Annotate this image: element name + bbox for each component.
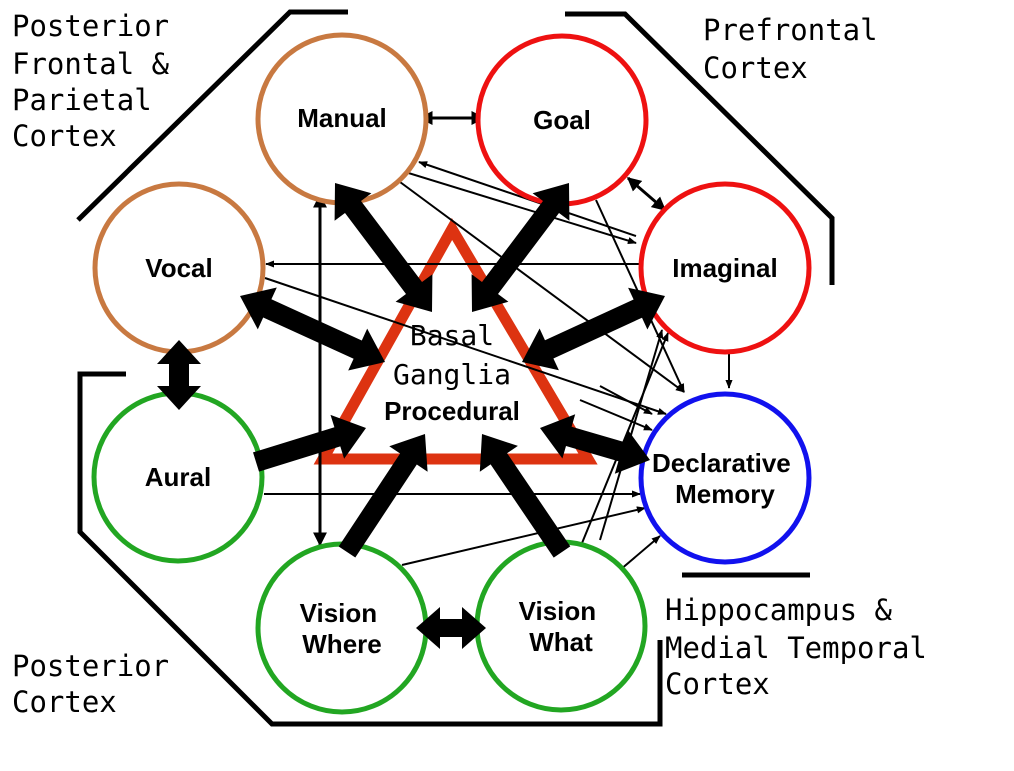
module-label-manual: Manual [297, 103, 387, 133]
connection-basal-declarative [579, 399, 653, 431]
prefrontal-boundary [565, 11, 835, 285]
basal-ganglia-triangle [313, 217, 598, 465]
modules: Manual Goal Vocal Imaginal Aural [91, 32, 812, 715]
module-label-imaginal: Imaginal [672, 253, 777, 283]
module-vision-what: Vision What [474, 539, 648, 713]
module-label-vision-what: Vision What [519, 596, 604, 657]
thick-arrow-vocal-basal [240, 287, 385, 371]
module-label-aural: Aural [145, 462, 211, 492]
connection-vocal-declarative [264, 277, 667, 415]
connection-goal-imaginal [626, 176, 667, 212]
connection-basal-declarative-2 [599, 385, 653, 415]
region-label-prefrontal: Prefrontal Cortex [703, 13, 895, 85]
thick-arrow-declarative-basal [540, 414, 650, 474]
connection-vision-what-declarative [619, 535, 661, 571]
medium-connections [313, 111, 667, 547]
thick-arrow-vision-what-basal [479, 434, 571, 558]
module-manual: Manual [255, 32, 429, 206]
basal-ganglia-line1: Basal [410, 319, 494, 352]
module-vision-where: Vision Where [255, 541, 429, 715]
module-label-vocal: Vocal [145, 253, 212, 283]
module-circle-declarative-memory [638, 391, 812, 565]
region-label-posterior-cortex: Posterior Cortex [12, 649, 187, 719]
region-labels: Posterior Frontal & Parietal Cortex Pref… [12, 9, 944, 719]
basal-ganglia-line3: Procedural [384, 396, 520, 426]
basal-ganglia-line2: Ganglia [393, 358, 511, 391]
module-label-declarative-memory: Declarative Memory [652, 448, 798, 509]
module-label-vision-where: Vision Where [300, 598, 385, 659]
module-circle-vision-where [255, 541, 429, 715]
module-goal: Goal [475, 33, 649, 207]
thick-arrow-vision-where-basal [338, 434, 428, 558]
module-circle-vision-what [474, 539, 648, 713]
basal-ganglia-label: Basal Ganglia Procedural [384, 319, 520, 426]
connection-manual-declarative [399, 181, 685, 393]
posterior-cortex-boundary [77, 371, 663, 727]
thick-connections [157, 183, 665, 649]
module-circle-imaginal [638, 181, 812, 355]
region-label-posterior-frontal-parietal: Posterior Frontal & Parietal Cortex [12, 9, 187, 153]
thick-arrow-vision-where-what [416, 607, 486, 649]
module-declarative-memory: Declarative Memory [638, 391, 812, 565]
thick-arrow-vocal-aural [157, 340, 201, 410]
thick-arrow-imaginal-basal [522, 287, 665, 371]
thick-arrow-aural-basal [253, 414, 366, 472]
module-aural: Aural [91, 390, 265, 564]
region-label-hippocampus: Hippocampus & Medial Temporal Cortex [665, 593, 944, 701]
thick-arrow-manual-basal [334, 183, 433, 312]
posterior-frontal-boundary [76, 9, 348, 222]
module-label-goal: Goal [533, 105, 591, 135]
module-vocal: Vocal [92, 181, 266, 355]
thick-arrow-goal-basal [471, 183, 570, 312]
connection-vision-where-declarative [401, 506, 646, 566]
module-imaginal: Imaginal [638, 181, 812, 355]
region-boundaries [76, 9, 835, 727]
connection-vision-what-imaginal [579, 332, 669, 549]
